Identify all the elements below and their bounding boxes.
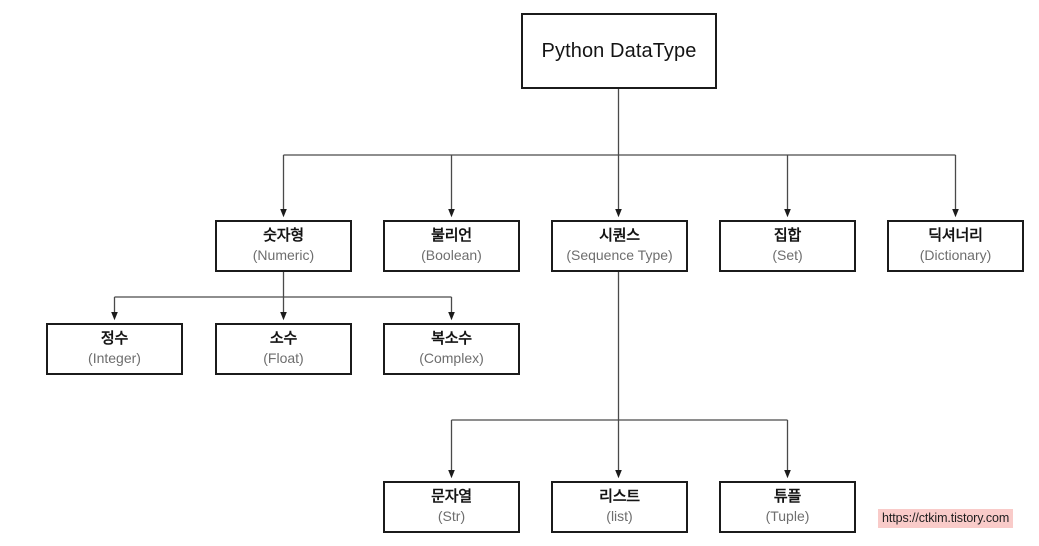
node-title: 튜플 xyxy=(773,488,802,506)
node-tuple[interactable]: 튜플 (Tuple) xyxy=(719,481,856,533)
node-subtitle: (Sequence Type) xyxy=(566,247,673,264)
node-complex[interactable]: 복소수 (Complex) xyxy=(383,323,520,375)
node-boolean[interactable]: 불리언 (Boolean) xyxy=(383,220,520,272)
node-subtitle: (Tuple) xyxy=(765,508,810,525)
node-title: 소수 xyxy=(269,330,298,348)
node-str[interactable]: 문자열 (Str) xyxy=(383,481,520,533)
node-subtitle: (Str) xyxy=(437,508,466,525)
source-url-watermark: https://ctkim.tistory.com xyxy=(878,509,1014,528)
node-subtitle: (Integer) xyxy=(88,350,141,367)
node-subtitle: (Float) xyxy=(263,350,304,367)
node-numeric[interactable]: 숫자형 (Numeric) xyxy=(215,220,352,272)
node-title: 복소수 xyxy=(431,330,472,348)
node-subtitle: (Boolean) xyxy=(421,247,482,264)
node-python-datatype[interactable]: Python DataType xyxy=(521,13,717,89)
node-subtitle: (Complex) xyxy=(419,350,484,367)
node-sequence[interactable]: 시퀀스 (Sequence Type) xyxy=(551,220,688,272)
node-title: 집합 xyxy=(773,227,802,245)
node-list[interactable]: 리스트 (list) xyxy=(551,481,688,533)
node-set[interactable]: 집합 (Set) xyxy=(719,220,856,272)
node-subtitle: (Numeric) xyxy=(252,247,315,264)
node-subtitle: (list) xyxy=(606,508,633,525)
node-dictionary[interactable]: 딕셔너리 (Dictionary) xyxy=(887,220,1024,272)
node-subtitle: (Set) xyxy=(772,247,803,264)
node-float[interactable]: 소수 (Float) xyxy=(215,323,352,375)
node-subtitle: (Dictionary) xyxy=(919,247,992,264)
node-title: 정수 xyxy=(100,330,129,348)
node-title: 딕셔너리 xyxy=(928,227,983,245)
node-title: 리스트 xyxy=(599,488,640,506)
node-title: 시퀀스 xyxy=(599,227,640,245)
node-title: 불리언 xyxy=(431,227,472,245)
node-title: 숫자형 xyxy=(263,227,304,245)
node-title: 문자열 xyxy=(431,488,472,506)
node-integer[interactable]: 정수 (Integer) xyxy=(46,323,183,375)
node-title: Python DataType xyxy=(541,39,697,62)
